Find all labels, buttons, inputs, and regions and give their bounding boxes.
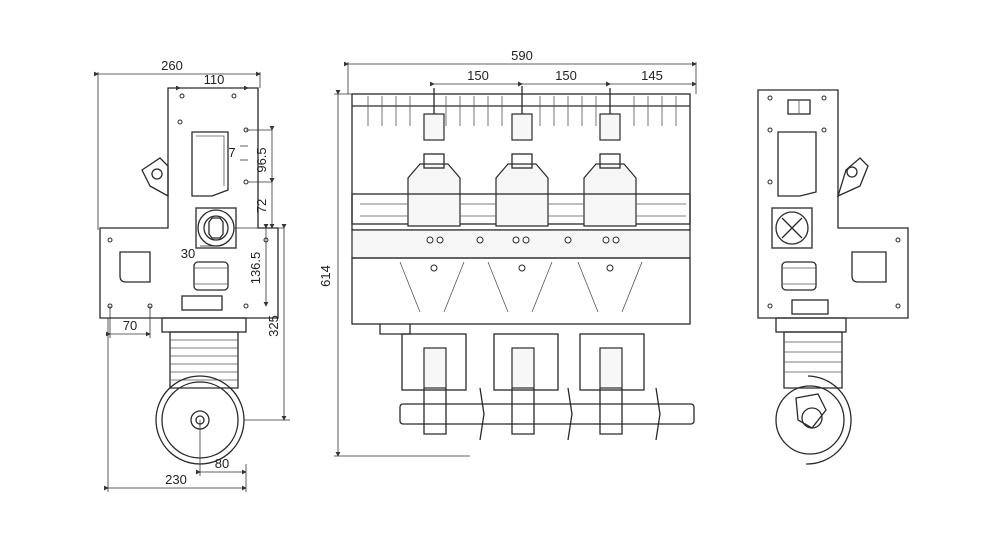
- right-side-view: [757, 89, 909, 465]
- dim-left-top-width: 110: [204, 72, 225, 87]
- front-view: [351, 86, 695, 441]
- dim-front-pitch-1: 150: [467, 68, 489, 83]
- dim-front-overall-width: 590: [511, 48, 533, 63]
- dim-left-72: 72: [254, 199, 269, 213]
- dim-left-230: 230: [165, 472, 187, 487]
- dim-left-70: 70: [123, 318, 137, 333]
- dim-left-325: 325: [266, 315, 281, 337]
- dim-left-30: 30: [181, 246, 195, 261]
- left-view-dimensions: 260 110 96.5 7 72 136.5 325 30 70 80 230: [94, 58, 290, 492]
- dim-front-overall-height: 614: [318, 265, 333, 287]
- dim-left-80: 80: [215, 456, 229, 471]
- dim-left-96-5: 96.5: [254, 147, 269, 172]
- dim-front-pitch-3: 145: [641, 68, 663, 83]
- dim-left-overall-width: 260: [161, 58, 183, 73]
- front-view-dimensions: 590 150 150 145 614: [318, 48, 697, 457]
- dim-front-pitch-2: 150: [555, 68, 577, 83]
- dim-left-136-5: 136.5: [248, 252, 263, 285]
- left-side-view: [99, 87, 279, 465]
- dim-left-7: 7: [228, 145, 235, 160]
